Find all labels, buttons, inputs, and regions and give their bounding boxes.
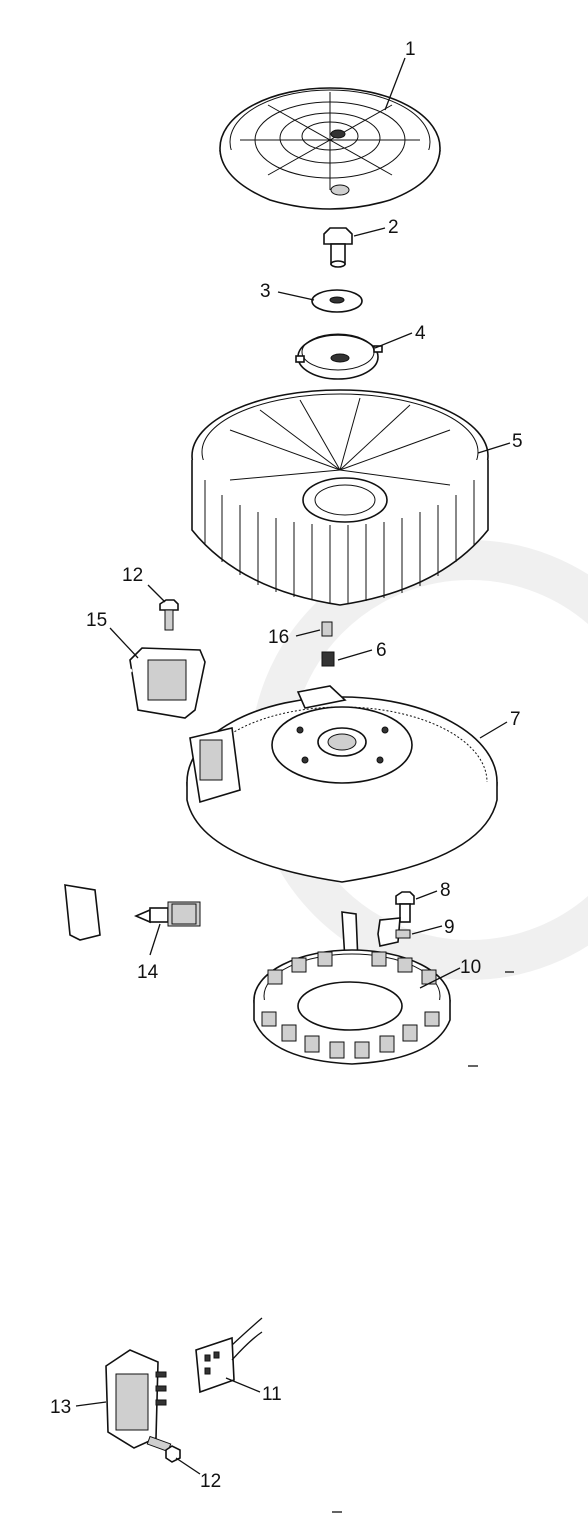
callout-14: 14	[137, 962, 159, 983]
callout-10: 10	[460, 957, 481, 978]
callout-2: 2	[388, 217, 399, 238]
callout-12b: 12	[200, 1471, 221, 1492]
part-screw-lower	[146, 1435, 181, 1463]
callout-13: 13	[50, 1397, 71, 1418]
callout-15: 15	[86, 610, 107, 631]
callout-5: 5	[512, 431, 523, 452]
callout-4: 4	[415, 323, 426, 344]
part-key-6	[321, 651, 335, 667]
part-connector	[195, 1317, 263, 1394]
callout-3: 3	[260, 281, 271, 302]
part-ignition-module	[40, 647, 206, 941]
part-washer	[311, 289, 363, 313]
callout-6: 6	[376, 640, 387, 661]
part-grass-screen	[219, 87, 441, 210]
part-flywheel	[186, 685, 498, 883]
part-key-16	[321, 621, 333, 637]
part-regulator	[105, 1349, 167, 1449]
part-cooling-fan	[191, 389, 489, 606]
part-screw	[323, 227, 353, 268]
part-spark-plug	[133, 901, 201, 927]
callout-12a: 12	[122, 565, 143, 586]
part-clip	[377, 917, 411, 947]
callout-16: 16	[268, 627, 289, 648]
callout-8: 8	[440, 880, 451, 901]
callouts: 1 2 3 4 5 12 15 16 6 7 8 9 10 14 11 13 1…	[50, 39, 523, 1492]
dash-marks	[332, 971, 514, 1513]
part-bolt	[395, 891, 415, 923]
callout-11: 11	[262, 1384, 282, 1405]
part-screw-small	[159, 599, 179, 631]
callout-9: 9	[444, 917, 455, 938]
part-stator	[253, 911, 451, 1065]
leader-lines	[75, 57, 511, 1475]
callout-7: 7	[510, 709, 521, 730]
part-fan-retainer	[295, 333, 383, 380]
callout-1: 1	[405, 39, 416, 60]
